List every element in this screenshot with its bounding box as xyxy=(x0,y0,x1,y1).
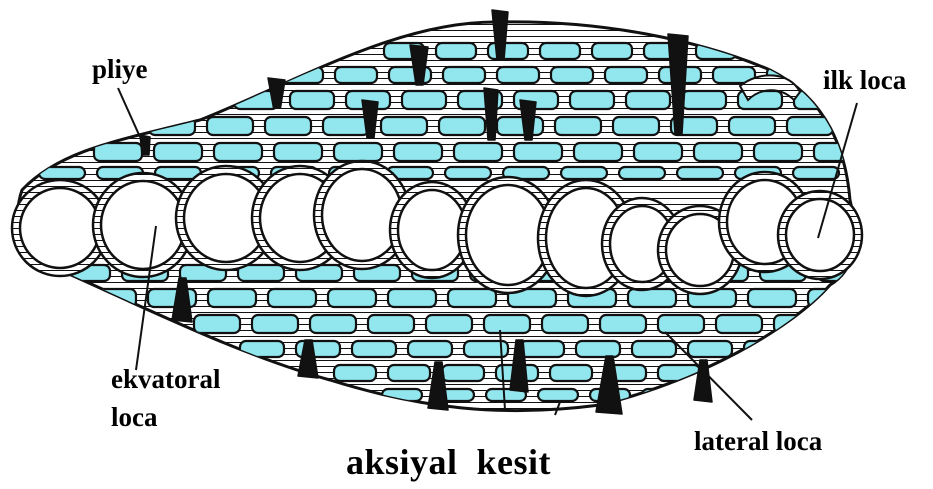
lateral-chamber xyxy=(252,315,298,333)
lateral-chamber xyxy=(677,167,723,179)
lateral-chamber xyxy=(497,67,539,83)
lateral-chamber xyxy=(274,143,322,161)
lateral-chamber xyxy=(497,117,543,135)
equatorial-chamber xyxy=(398,190,466,270)
lateral-chamber xyxy=(658,365,700,381)
lateral-chamber xyxy=(335,67,377,83)
lateral-loca-label: lateral loca xyxy=(694,428,822,455)
lateral-chamber xyxy=(94,143,142,161)
lateral-chamber xyxy=(561,167,607,179)
diagram-caption: aksiyal kesit xyxy=(346,444,551,480)
lateral-chamber xyxy=(570,91,614,109)
lateral-chamber xyxy=(744,341,788,357)
lateral-chamber xyxy=(658,315,704,333)
lateral-chamber xyxy=(574,143,622,161)
lateral-chamber xyxy=(334,143,382,161)
lateral-chamber xyxy=(576,341,620,357)
lateral-chamber xyxy=(793,167,839,179)
lateral-chamber xyxy=(208,289,256,307)
ekvatoral-label-line2: loca xyxy=(111,404,158,431)
lateral-chamber xyxy=(628,289,676,307)
lateral-chamber xyxy=(388,365,430,381)
lateral-chamber xyxy=(310,315,356,333)
pliye-label: pliye xyxy=(92,56,148,83)
lateral-chamber xyxy=(328,289,376,307)
lateral-chamber xyxy=(613,117,659,135)
lateral-chamber xyxy=(538,389,578,401)
pliye-leader-line xyxy=(118,88,140,137)
lateral-chamber xyxy=(748,289,796,307)
lateral-chamber xyxy=(381,117,427,135)
lateral-chamber xyxy=(632,341,676,357)
lateral-chamber xyxy=(436,43,476,59)
lateral-chamber xyxy=(550,365,592,381)
lateral-chamber xyxy=(388,289,436,307)
lateral-chamber xyxy=(368,315,414,333)
lateral-chamber xyxy=(542,315,588,333)
lateral-chamber xyxy=(592,43,632,59)
lateral-chamber xyxy=(194,315,240,333)
lateral-chamber xyxy=(352,341,396,357)
lateral-chamber xyxy=(442,365,484,381)
lateral-chamber xyxy=(323,117,369,135)
lateral-chamber xyxy=(265,117,311,135)
lateral-chamber xyxy=(439,117,485,135)
lateral-chamber xyxy=(426,315,472,333)
lateral-chamber xyxy=(394,143,442,161)
lateral-chamber xyxy=(484,315,530,333)
lateral-chamber xyxy=(214,143,262,161)
equatorial-chamber xyxy=(101,181,185,269)
lateral-chamber xyxy=(290,91,334,109)
pillar xyxy=(140,135,150,155)
lateral-chamber xyxy=(555,117,601,135)
lateral-chamber xyxy=(774,315,820,333)
lateral-chamber xyxy=(88,289,136,307)
lateral-chamber xyxy=(514,143,562,161)
lateral-chamber xyxy=(540,43,580,59)
lateral-chamber xyxy=(688,341,732,357)
lateral-chamber xyxy=(808,289,856,307)
lateral-chamber xyxy=(408,341,452,357)
lateral-chamber xyxy=(619,167,665,179)
lateral-chamber xyxy=(520,341,564,357)
lateral-chamber xyxy=(443,67,485,83)
lateral-chamber xyxy=(642,389,682,401)
equatorial-chamber xyxy=(786,199,854,271)
lateral-chamber xyxy=(605,67,647,83)
lateral-chamber xyxy=(154,143,202,161)
lateral-chamber xyxy=(626,91,670,109)
lateral-chamber xyxy=(694,143,742,161)
lateral-chamber xyxy=(268,289,316,307)
lateral-chamber xyxy=(600,315,646,333)
lateral-chamber xyxy=(488,43,528,59)
lateral-chamber xyxy=(240,341,284,357)
ilk-loca-label: ilk loca xyxy=(823,67,906,94)
lateral-chamber xyxy=(729,117,775,135)
lateral-chamber xyxy=(551,67,593,83)
equatorial-chamber xyxy=(20,188,100,268)
lateral-chamber xyxy=(207,117,253,135)
lateral-chamber xyxy=(454,143,502,161)
lateral-chamber xyxy=(402,91,446,109)
equatorial-chamber xyxy=(322,169,402,261)
lateral-chamber xyxy=(682,91,726,109)
lateral-chamber xyxy=(448,289,496,307)
lateral-chamber xyxy=(754,143,802,161)
lateral-chamber xyxy=(445,167,491,179)
lateral-chamber xyxy=(748,43,788,59)
lateral-chamber xyxy=(634,143,682,161)
lateral-chamber xyxy=(716,315,762,333)
ekvatoral-label-line1: ekvatoral xyxy=(111,366,220,393)
lateral-chamber xyxy=(334,365,376,381)
lateral-chamber xyxy=(814,143,862,161)
